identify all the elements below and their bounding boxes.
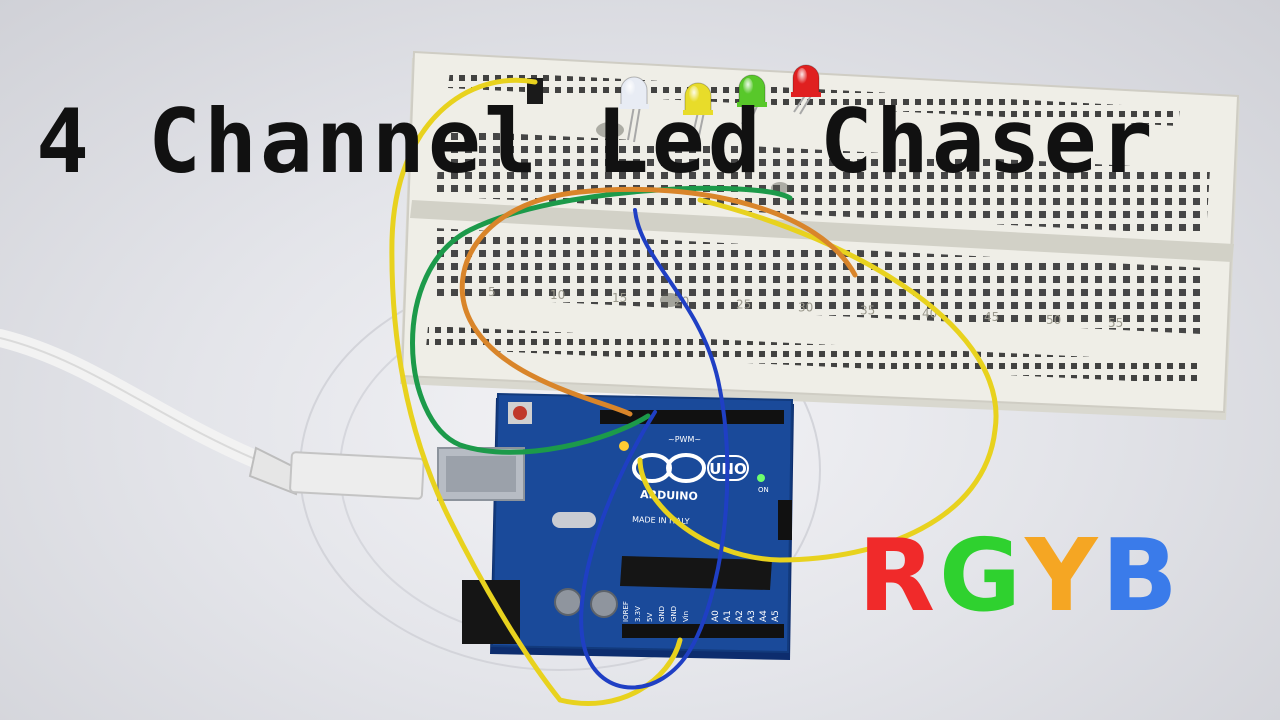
crystal-oscillator	[552, 512, 596, 528]
analog-pin-label: A3	[747, 610, 757, 622]
analog-pin-label: A1	[723, 610, 733, 622]
led-leg	[689, 111, 699, 149]
rgyb-letter: Y	[1025, 517, 1102, 634]
breadboard-column-number: 30	[798, 301, 813, 315]
led-red	[791, 64, 821, 115]
breadboard-column-number: 15	[612, 291, 627, 305]
led-white	[619, 76, 649, 143]
led-rim	[683, 110, 713, 115]
analog-header	[622, 624, 784, 638]
led-leg	[799, 93, 813, 115]
led-yellow	[683, 82, 713, 151]
orange-jumper-wire	[459, 186, 858, 417]
breadboard-column-number: 25	[736, 297, 751, 311]
led-rim	[619, 104, 649, 109]
pwm-label: ~PWM~	[668, 435, 701, 444]
blue-jumper-wire	[579, 208, 730, 690]
reset-button	[513, 406, 527, 420]
power-pin-label: GND	[658, 606, 666, 622]
led-highlight	[689, 86, 699, 102]
power-pin-label: Vin	[682, 611, 690, 622]
led-green	[737, 74, 767, 127]
yellow-jumper-wire	[557, 637, 683, 707]
tx-led	[619, 441, 629, 451]
breadboard-column-number: 35	[860, 304, 875, 318]
terminal-block-upper	[436, 130, 1210, 235]
led-leg	[741, 103, 753, 125]
rgyb-letters: RGYB	[858, 526, 1182, 626]
digital-header	[600, 410, 784, 424]
usb-cable-strain-relief	[248, 446, 302, 496]
atmega-chip	[620, 556, 772, 590]
arduino-logo	[632, 453, 706, 483]
yellow-jumper-wire	[389, 77, 563, 703]
center-channel	[410, 200, 1234, 262]
power-pin-label: GND	[670, 606, 678, 622]
capacitor	[590, 590, 618, 618]
led-rim	[791, 92, 821, 97]
led-highlight	[743, 78, 753, 94]
jumper-wires	[389, 77, 999, 707]
jumper-header	[527, 78, 543, 104]
usb-b-connector-inner	[446, 456, 516, 492]
breadboard-column-number: 55	[1108, 316, 1123, 330]
led-leg	[695, 111, 705, 151]
led-leg	[633, 105, 641, 143]
usb-cable-shade	[0, 337, 263, 463]
breadboard-column-number: 50	[1046, 313, 1061, 327]
power-pin-labels: IOREF 3.3V 5V GND GND Vin	[622, 601, 690, 622]
terminal-block-lower	[430, 228, 1206, 334]
rgyb-letter: G	[939, 517, 1026, 634]
led-group	[619, 64, 821, 151]
analog-pin-label: A4	[759, 610, 769, 622]
video-title: 4 Channel Led Chaser	[36, 90, 1156, 193]
yellow-jumper-wire	[637, 197, 999, 563]
power-rail-bottom	[426, 326, 1200, 384]
usb-b-plug	[289, 451, 425, 500]
breadboard-mark	[596, 122, 624, 138]
usb-cable	[0, 329, 425, 500]
led-rim	[737, 102, 767, 107]
analog-pin-label: A2	[735, 610, 745, 622]
led-leg	[627, 105, 635, 141]
analog-pin-label: A0	[711, 610, 721, 622]
power-led	[757, 474, 765, 482]
rgyb-letter: B	[1101, 517, 1182, 634]
breadboard-column-number: 10	[550, 288, 565, 302]
rgyb-letter: R	[858, 517, 940, 634]
led-highlight	[797, 68, 807, 84]
icsp-header	[778, 500, 792, 540]
analog-pin-label: A5	[771, 610, 781, 622]
breadboard-column-number: 45	[984, 310, 999, 324]
capacitor	[554, 588, 582, 616]
breadboard-mark	[660, 293, 680, 307]
on-label: ON	[758, 486, 769, 494]
made-in-text: MADE IN ITALY	[632, 515, 690, 526]
led-leg	[747, 103, 759, 127]
power-pin-label: 3.3V	[634, 606, 642, 622]
power-pin-label: IOREF	[622, 601, 630, 622]
breadboard-column-number: 5	[488, 285, 496, 299]
power-pin-label: 5V	[646, 613, 654, 622]
led-highlight	[625, 80, 635, 96]
